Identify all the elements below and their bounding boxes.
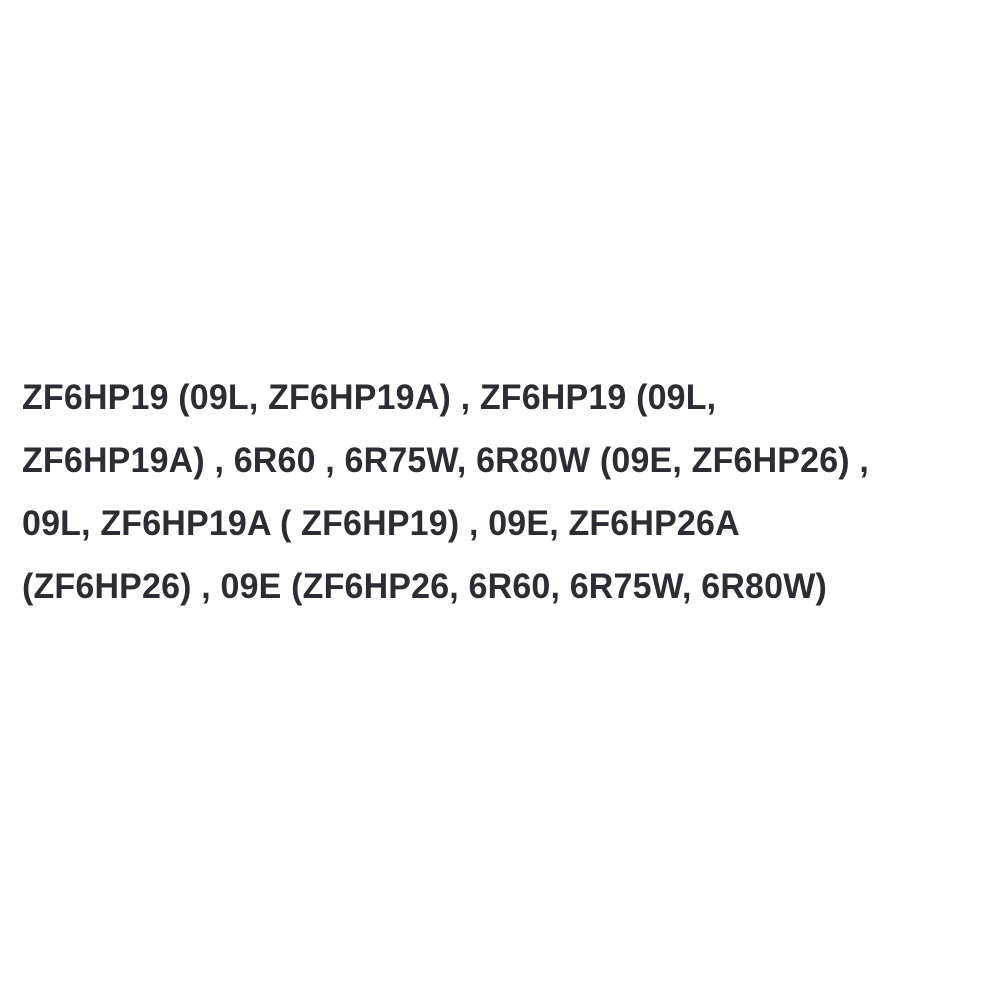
compatibility-line-3: 09L, ZF6HP19A ( ZF6HP19) , 09E, ZF6HP26A	[22, 504, 740, 543]
compatibility-line-4: (ZF6HP26) , 09E (ZF6HP26, 6R60, 6R75W, 6…	[22, 567, 827, 606]
compatibility-line-2: ZF6HP19A) , 6R60 , 6R75W, 6R80W (09E, ZF…	[22, 441, 870, 480]
compatibility-line-1: ZF6HP19 (09L, ZF6HP19A) , ZF6HP19 (09L,	[22, 378, 717, 417]
compatibility-text-block: ZF6HP19 (09L, ZF6HP19A) , ZF6HP19 (09L, …	[22, 366, 974, 618]
